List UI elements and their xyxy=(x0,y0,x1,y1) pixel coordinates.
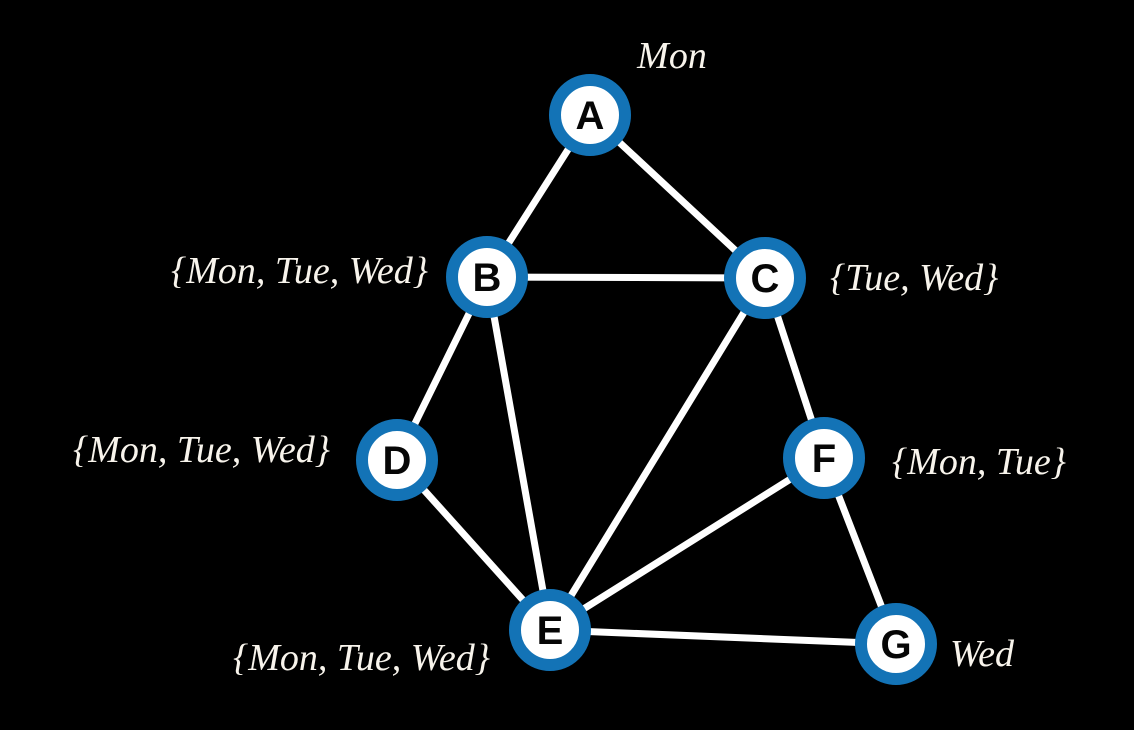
node-a: A xyxy=(549,74,631,156)
edge-layer xyxy=(393,111,900,648)
node-f-letter: F xyxy=(812,437,836,481)
node-f: F xyxy=(783,417,865,499)
node-b: B xyxy=(446,236,528,318)
node-f-domain-label: {Mon, Tue} xyxy=(892,441,1066,483)
edge-e-g xyxy=(546,626,900,648)
node-c: C xyxy=(724,237,806,319)
node-g-domain-label: Wed xyxy=(950,633,1015,675)
node-e-circle xyxy=(509,589,591,671)
node-g: G xyxy=(855,603,937,685)
node-a-domain-label: Mon xyxy=(636,35,707,77)
node-e: E xyxy=(509,589,591,671)
node-g-letter: G xyxy=(880,623,911,667)
node-b-circle xyxy=(446,236,528,318)
node-d-circle xyxy=(356,419,438,501)
node-d: D xyxy=(356,419,438,501)
node-c-circle xyxy=(724,237,806,319)
node-e-domain-label: {Mon, Tue, Wed} xyxy=(233,637,490,679)
node-c-domain-label: {Tue, Wed} xyxy=(830,257,998,299)
node-a-circle xyxy=(549,74,631,156)
node-c-letter: C xyxy=(751,257,780,301)
edge-b-e xyxy=(483,273,554,634)
edge-e-f xyxy=(546,454,828,634)
edge-b-c xyxy=(483,273,769,282)
domain-label-layer: Mon {Mon, Tue, Wed} {Tue, Wed} {Mon, Tue… xyxy=(73,35,1066,679)
node-d-letter: D xyxy=(383,439,412,483)
node-g-circle xyxy=(855,603,937,685)
node-f-circle xyxy=(783,417,865,499)
node-e-letter: E xyxy=(537,609,564,653)
node-layer: A B C D E F G xyxy=(356,74,937,685)
node-d-domain-label: {Mon, Tue, Wed} xyxy=(73,429,330,471)
node-a-letter: A xyxy=(576,94,605,138)
edge-c-e xyxy=(546,274,769,634)
node-b-letter: B xyxy=(473,256,502,300)
node-b-domain-label: {Mon, Tue, Wed} xyxy=(171,250,428,292)
